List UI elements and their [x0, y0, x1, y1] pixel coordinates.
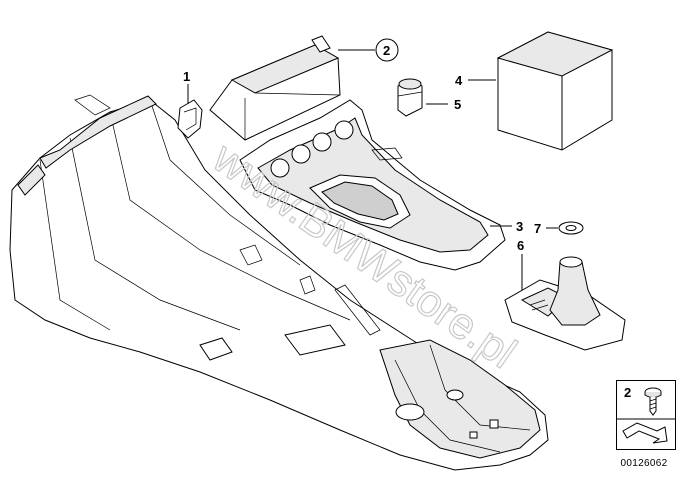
bracket-part-1: [177, 99, 203, 139]
washer-part-7: [558, 221, 584, 235]
callout-4: 4: [455, 73, 463, 88]
diagram-number: 00126062: [620, 458, 668, 469]
callout-5: 5: [454, 97, 461, 112]
arrow-icon: [622, 422, 668, 444]
callout-1: 1: [183, 69, 190, 84]
callout-2-circle: [375, 38, 399, 62]
storage-compartment-part-2: [209, 35, 341, 141]
screw-icon: [644, 387, 662, 416]
plug-part-5: [397, 78, 423, 117]
callout-3: 3: [516, 219, 523, 234]
callout-2: 2: [383, 43, 390, 58]
center-console-body: [9, 94, 549, 471]
callouts: 1 2 3 4 5 6 7: [183, 38, 541, 253]
shift-boot-part-6: [504, 256, 626, 351]
legend-item-number: 2: [624, 385, 631, 400]
legend-drawing: 2: [617, 385, 675, 444]
legend-box: 2: [616, 380, 676, 450]
trim-panel-part-3: [239, 99, 506, 271]
callout-6: 6: [517, 238, 524, 253]
callout-7: 7: [534, 221, 541, 236]
leader-lines: [187, 49, 558, 290]
box-part-4: [496, 31, 614, 151]
